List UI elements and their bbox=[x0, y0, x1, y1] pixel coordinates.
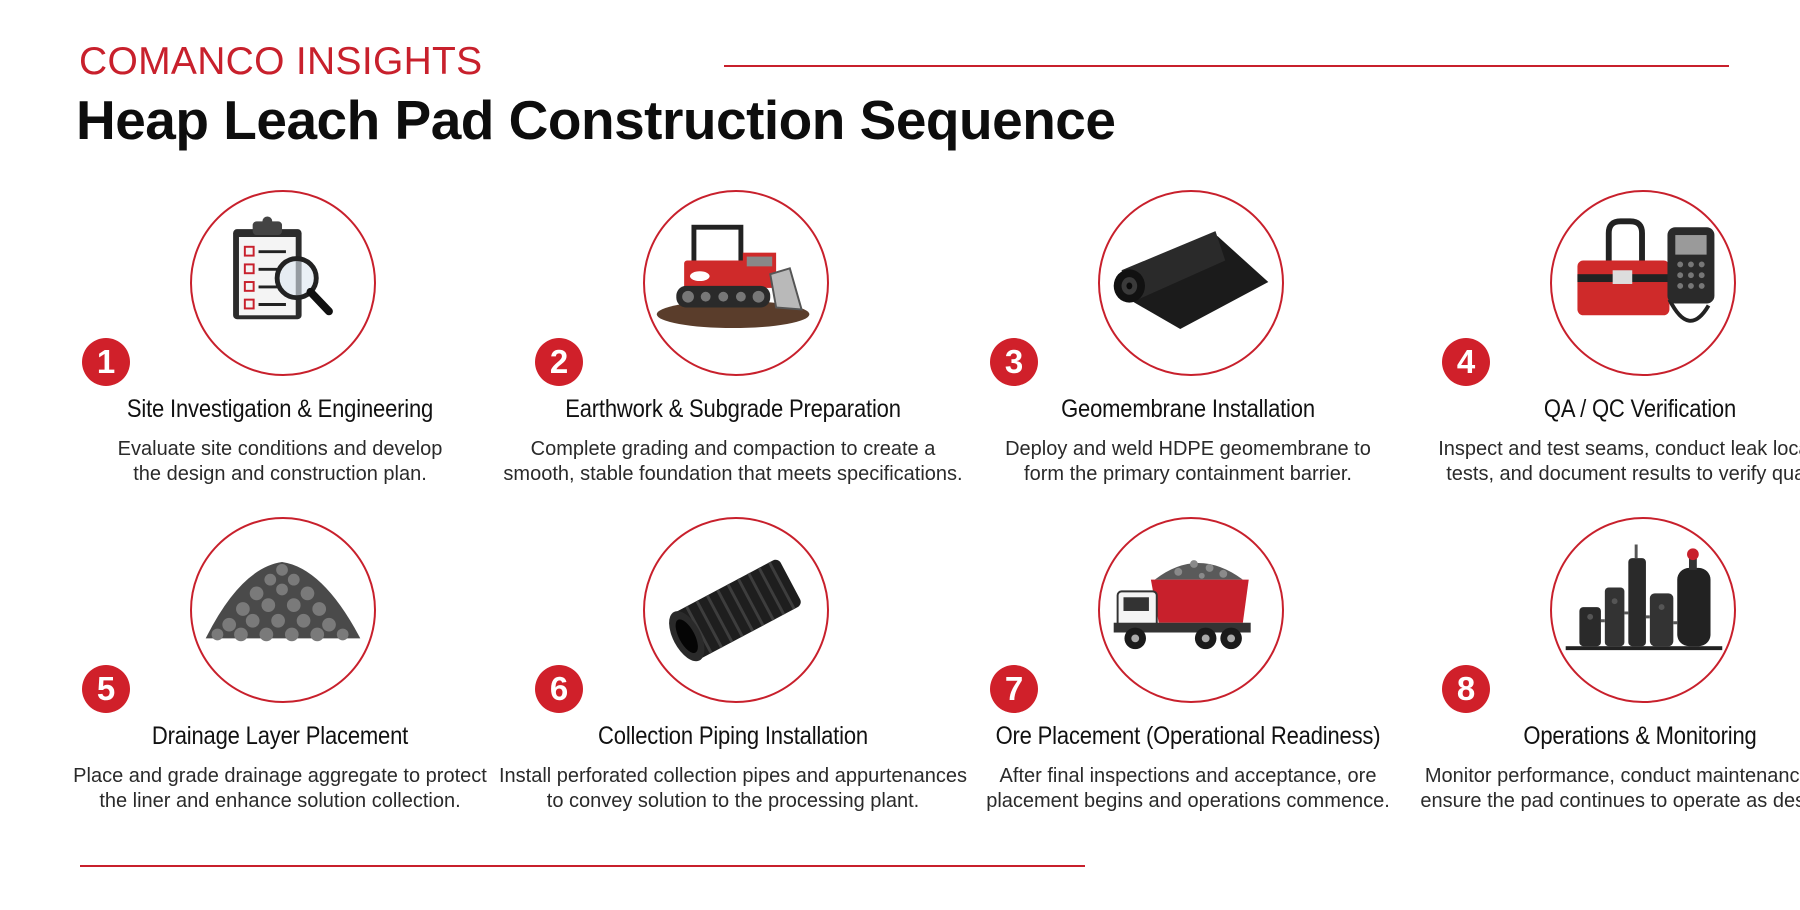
step-7-desc-line-2: placement begins and operations commence… bbox=[986, 790, 1390, 812]
geomembrane-roll-icon bbox=[1113, 231, 1269, 329]
step-3: 3 Geomembrane Installation Deploy and we… bbox=[938, 190, 1438, 520]
step-3-desc-line-2: form the primary containment barrier. bbox=[1024, 463, 1352, 485]
step-2-desc-line-1: Complete grading and compaction to creat… bbox=[530, 438, 936, 460]
step-7-icon-circle bbox=[1098, 517, 1284, 703]
page-title: Heap Leach Pad Construction Sequence bbox=[76, 89, 1116, 151]
step-6: 6 Collection Piping Installation Install… bbox=[483, 517, 983, 847]
step-4-description: Inspect and test seams, conduct leak loc… bbox=[1390, 437, 1800, 487]
step-2: 2 Earthwork & Subgrade Preparation Compl… bbox=[483, 190, 983, 520]
step-7: 7 Ore Placement (Operational Readiness) … bbox=[938, 517, 1438, 847]
dump-truck-icon bbox=[1113, 560, 1251, 650]
step-8-desc-line-2: ensure the pad continues to operate as d… bbox=[1420, 790, 1800, 812]
step-1-number-badge: 1 bbox=[82, 338, 130, 386]
clipboard-checklist-magnifier-icon bbox=[233, 216, 333, 320]
step-1-desc-line-1: Evaluate site conditions and develop bbox=[117, 438, 443, 460]
step-7-desc-line-1: After final inspections and acceptance, … bbox=[999, 765, 1377, 787]
brand-eyebrow: COMANCO INSIGHTS bbox=[79, 40, 483, 83]
step-1: 1 Site Investigation & Engineering Evalu… bbox=[30, 190, 530, 520]
step-7-title: Ore Placement (Operational Readiness) bbox=[995, 722, 1381, 750]
step-8-number-badge: 8 bbox=[1442, 665, 1490, 713]
step-3-description: Deploy and weld HDPE geomembrane to form… bbox=[938, 437, 1438, 487]
step-7-description: After final inspections and acceptance, … bbox=[938, 764, 1438, 814]
step-4-number-badge: 4 bbox=[1442, 338, 1490, 386]
step-4-icon-circle bbox=[1550, 190, 1736, 376]
step-6-number-badge: 6 bbox=[535, 665, 583, 713]
step-8-title: Operations & Monitoring bbox=[1523, 722, 1757, 750]
corrugated-pipe-icon bbox=[669, 559, 801, 662]
step-6-title: Collection Piping Installation bbox=[598, 722, 868, 750]
step-5-description: Place and grade drainage aggregate to pr… bbox=[30, 764, 530, 814]
step-3-desc-line-1: Deploy and weld HDPE geomembrane to bbox=[1005, 438, 1371, 460]
step-1-icon-circle bbox=[190, 190, 376, 376]
step-1-description: Evaluate site conditions and develop the… bbox=[30, 437, 530, 487]
footer-rule bbox=[80, 865, 1085, 867]
header-rule bbox=[724, 65, 1729, 67]
step-1-desc-line-2: the design and construction plan. bbox=[133, 463, 427, 485]
test-kit-meter-icon bbox=[1577, 218, 1715, 323]
step-5-number-badge: 5 bbox=[82, 665, 130, 713]
step-1-title: Site Investigation & Engineering bbox=[126, 395, 434, 423]
step-2-title: Earthwork & Subgrade Preparation bbox=[565, 395, 901, 423]
step-6-description: Install perforated collection pipes and … bbox=[483, 764, 983, 814]
step-4: 4 QA / QC Verification Inspect and test … bbox=[1390, 190, 1800, 520]
step-5-desc-line-2: the liner and enhance solution collectio… bbox=[99, 790, 461, 812]
step-5-desc-line-1: Place and grade drainage aggregate to pr… bbox=[73, 765, 487, 787]
step-2-desc-line-2: smooth, stable foundation that meets spe… bbox=[503, 463, 963, 485]
step-3-number-badge: 3 bbox=[990, 338, 1038, 386]
step-6-icon-circle bbox=[643, 517, 829, 703]
step-6-desc-line-1: Install perforated collection pipes and … bbox=[498, 765, 968, 787]
step-4-title: QA / QC Verification bbox=[1543, 395, 1737, 423]
step-2-number-badge: 2 bbox=[535, 338, 583, 386]
step-6-desc-line-2: to convey solution to the processing pla… bbox=[546, 790, 920, 812]
gravel-pile-icon bbox=[205, 562, 361, 642]
step-5: 5 Drainage Layer Placement Place and gra… bbox=[30, 517, 530, 847]
processing-plant-icon bbox=[1565, 544, 1723, 651]
step-3-icon-circle bbox=[1098, 190, 1284, 376]
step-2-description: Complete grading and compaction to creat… bbox=[483, 437, 983, 487]
step-4-desc-line-1: Inspect and test seams, conduct leak loc… bbox=[1438, 438, 1800, 460]
step-7-number-badge: 7 bbox=[990, 665, 1038, 713]
bulldozer-icon bbox=[656, 224, 810, 329]
step-5-title: Drainage Layer Placement bbox=[151, 722, 409, 750]
step-8-icon-circle bbox=[1550, 517, 1736, 703]
step-2-icon-circle bbox=[643, 190, 829, 376]
step-3-title: Geomembrane Installation bbox=[1061, 395, 1315, 423]
step-8: 8 Operations & Monitoring Monitor perfor… bbox=[1390, 517, 1800, 847]
step-8-desc-line-1: Monitor performance, conduct maintenance… bbox=[1424, 765, 1800, 787]
step-5-icon-circle bbox=[190, 517, 376, 703]
step-4-desc-line-2: tests, and document results to verify qu… bbox=[1446, 463, 1800, 485]
